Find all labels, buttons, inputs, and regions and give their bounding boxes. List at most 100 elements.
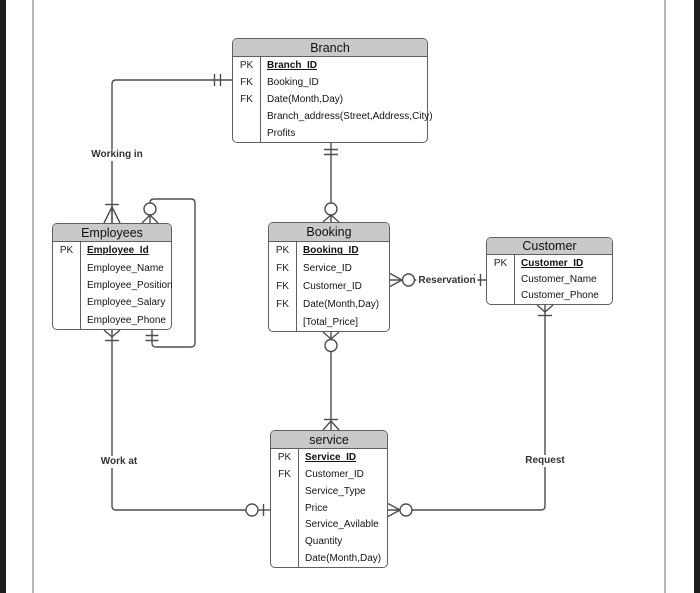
attribute-name: Employee_Name <box>87 262 164 274</box>
key-label <box>53 311 81 330</box>
key-label: FK <box>269 295 297 314</box>
attribute-name: Employee_Phone <box>87 314 166 326</box>
key-label: PK <box>233 57 261 74</box>
zero-circle <box>324 338 338 353</box>
zero-circle <box>324 202 338 216</box>
key-label: FK <box>271 465 299 483</box>
table-row: Price <box>271 499 387 517</box>
relationship-employees-self-loop[interactable] <box>141 198 196 348</box>
table-row: FK Customer_ID <box>271 465 387 483</box>
table-row: Customer_Phone <box>487 287 612 304</box>
attribute-name: Date(Month,Day) <box>267 94 344 105</box>
attribute-name: Service_Avilable <box>305 519 379 531</box>
crow-foot-many <box>141 214 159 224</box>
table-row: Quantity <box>271 533 387 551</box>
table-row: Service_Type <box>271 482 387 500</box>
one-and-only-one-ticks <box>324 148 338 156</box>
key-label: FK <box>233 91 261 108</box>
attribute-name: Service_ID <box>305 451 357 463</box>
relationship-work-at[interactable] <box>103 329 270 517</box>
attribute-name: Booking_ID <box>303 245 359 257</box>
key-label <box>271 499 299 517</box>
table-row: Service_Avilable <box>271 516 387 534</box>
relationship-label-work-at[interactable]: Work at <box>98 456 140 468</box>
relationship-label-request[interactable]: Request <box>523 455 567 467</box>
attribute-name: Customer_ID <box>303 280 362 292</box>
table-row: Employee_Name <box>53 259 171 277</box>
attribute-name: Booking_ID <box>267 77 319 88</box>
crow-foot-many <box>322 420 340 431</box>
relationship-booking-service[interactable] <box>322 331 340 431</box>
entity-branch[interactable]: Branch PK Branch_ID FK Booking_ID FK Dat… <box>232 38 433 143</box>
crow-foot-many <box>536 304 554 313</box>
relationship-label-working-in[interactable]: Working in <box>89 149 145 161</box>
one-and-only-one-ticks <box>213 74 222 86</box>
attribute-name: Employee_Position <box>87 280 173 292</box>
wire-line <box>149 198 196 348</box>
key-label: FK <box>233 74 261 91</box>
crow-foot-many <box>103 329 121 338</box>
crow-foot-many <box>322 331 340 340</box>
entity-branch-title: Branch <box>233 39 427 57</box>
crow-foot-many <box>387 502 401 518</box>
entity-customer[interactable]: Customer PK Customer_ID Customer_Name Cu… <box>486 237 613 305</box>
table-row: Employee_Position <box>53 276 173 295</box>
attribute-name: Customer_Phone <box>521 290 599 302</box>
key-label <box>271 482 299 500</box>
entity-service-title: service <box>271 431 387 449</box>
relationship-request[interactable] <box>387 304 554 518</box>
key-label <box>269 313 297 331</box>
attribute-name: Date(Month,Day) <box>303 298 380 310</box>
attribute-name: Date(Month,Day) <box>305 553 382 565</box>
relationship-branch-booking[interactable] <box>322 143 340 223</box>
attribute-name: Employee_Id <box>87 245 149 257</box>
attribute-name: [Total_Price] <box>303 316 359 328</box>
table-row: Employee_Salary <box>53 294 171 312</box>
key-label <box>53 294 81 312</box>
entity-booking[interactable]: Booking PK Booking_ID FK Service_ID FK C… <box>268 222 390 332</box>
entity-customer-title: Customer <box>487 238 612 255</box>
attribute-name: Service_Type <box>305 485 366 497</box>
key-label: PK <box>271 449 299 466</box>
table-row: FK Service_ID <box>269 259 389 278</box>
page-margin-rule-left <box>32 0 34 593</box>
table-row: Branch_address(Street,Address,City) <box>233 108 433 125</box>
key-label: PK <box>269 242 297 260</box>
table-row: PK Service_ID <box>271 449 387 466</box>
table-row: FK Booking_ID <box>233 74 427 91</box>
table-row: Date(Month,Day) <box>271 550 387 568</box>
entity-employees-title: Employees <box>53 224 171 242</box>
key-label: FK <box>269 259 297 278</box>
key-label <box>487 287 515 304</box>
key-label <box>271 533 299 551</box>
attribute-name: Branch_ID <box>267 60 318 71</box>
key-label: PK <box>53 242 81 260</box>
page-background-edge-left <box>0 0 6 593</box>
table-row: PK Employee_Id <box>53 242 171 260</box>
table-row: PK Branch_ID <box>233 57 427 74</box>
attribute-name: Customer_ID <box>305 468 364 480</box>
table-row: PK Customer_ID <box>487 255 612 272</box>
table-row: Employee_Phone <box>53 311 171 330</box>
key-label: PK <box>487 255 515 272</box>
entity-booking-title: Booking <box>269 223 389 242</box>
attribute-name: Quantity <box>305 536 343 548</box>
entity-employees[interactable]: Employees PK Employee_Id Employee_Name E… <box>52 223 173 330</box>
zero-circle <box>399 503 413 517</box>
attribute-name: Customer_Name <box>521 273 597 285</box>
key-label <box>271 550 299 568</box>
crow-foot-many <box>389 272 403 288</box>
key-label <box>233 108 261 125</box>
attribute-name: Service_ID <box>303 263 352 275</box>
attribute-name: Employee_Salary <box>87 297 166 309</box>
wire-line <box>111 330 246 511</box>
relationship-working-in[interactable] <box>103 74 232 224</box>
entity-service[interactable]: service PK Service_ID FK Customer_ID Ser… <box>270 430 388 568</box>
attribute-name: Customer_ID <box>521 257 584 269</box>
relationship-label-reservation[interactable]: Reservation <box>416 275 478 287</box>
attribute-name: Profits <box>267 128 296 139</box>
crow-foot-many <box>322 214 340 223</box>
table-row: Customer_Name <box>487 271 612 288</box>
